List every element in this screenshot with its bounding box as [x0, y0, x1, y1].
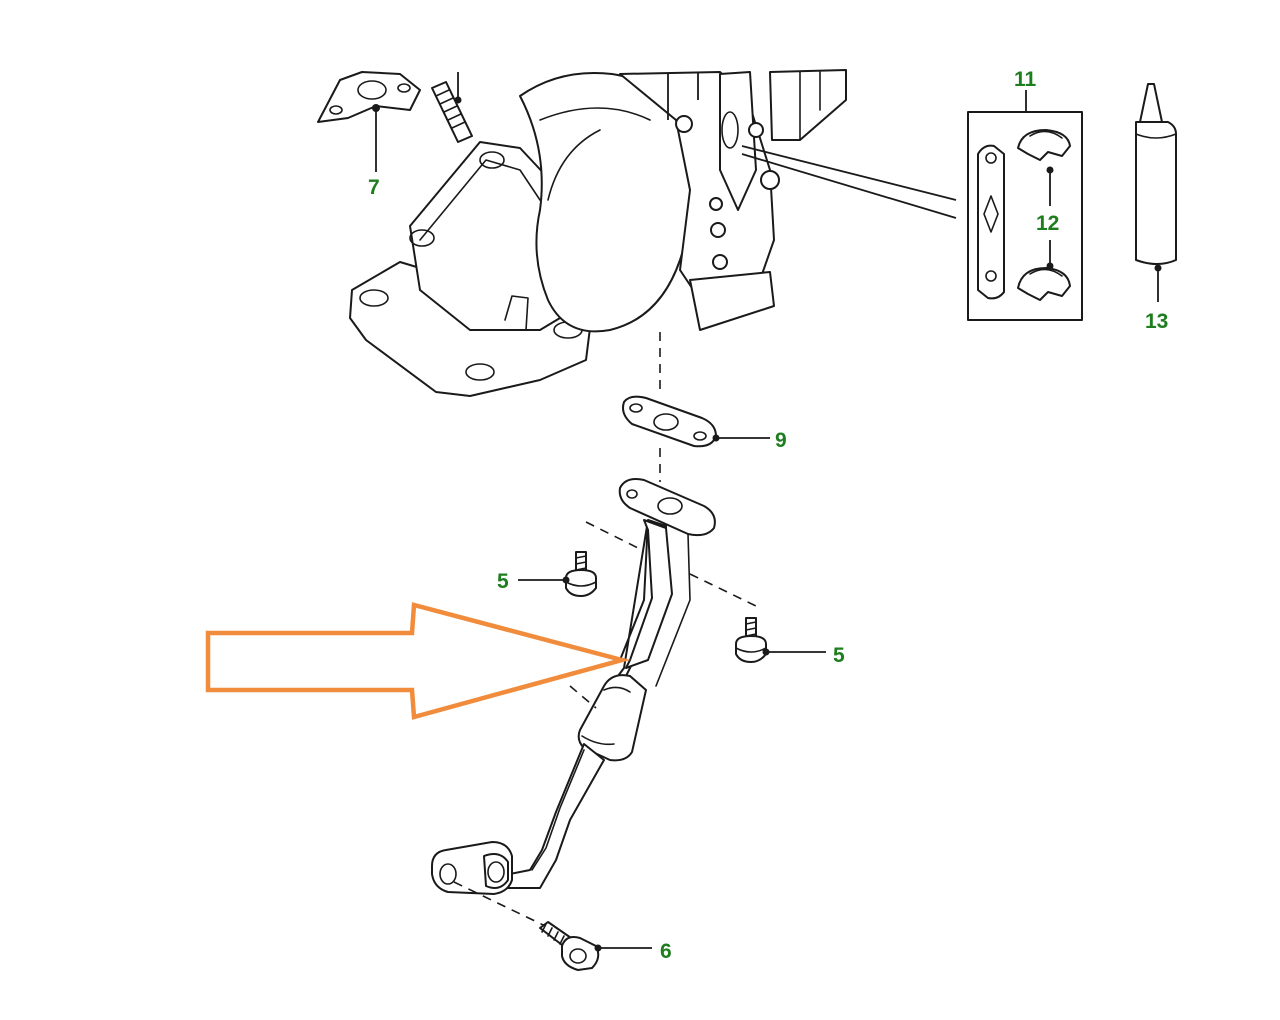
oil-feed-pipe [431, 478, 716, 895]
callout-7: 7 [368, 176, 380, 199]
callout-9: 9 [775, 429, 787, 452]
stud [431, 81, 473, 143]
gasket-kit-box-part-11 [967, 111, 1083, 321]
callout-13: 13 [1145, 310, 1168, 333]
bolt-part-5-right [735, 617, 767, 663]
bolt-part-5-left [565, 551, 597, 597]
sealant-tube-part-13 [1135, 83, 1177, 265]
clip-part-12-upper [1017, 129, 1071, 161]
turbocharger-assembly [317, 69, 847, 397]
highlight-arrow [205, 602, 631, 720]
exhaust-gasket-part-7 [317, 71, 421, 123]
callout-12: 12 [1036, 212, 1059, 235]
callout-labels: 7 11 12 13 9 5 5 6 [368, 68, 1168, 963]
clip-part-12-lower [1017, 267, 1071, 301]
callout-6: 6 [660, 940, 672, 963]
callout-5-left: 5 [497, 570, 509, 593]
oil-feed-gasket-part-9 [622, 395, 717, 448]
banjo-bolt-part-6 [539, 921, 600, 971]
callout-5-right: 5 [833, 644, 845, 667]
callout-11: 11 [1014, 68, 1037, 91]
